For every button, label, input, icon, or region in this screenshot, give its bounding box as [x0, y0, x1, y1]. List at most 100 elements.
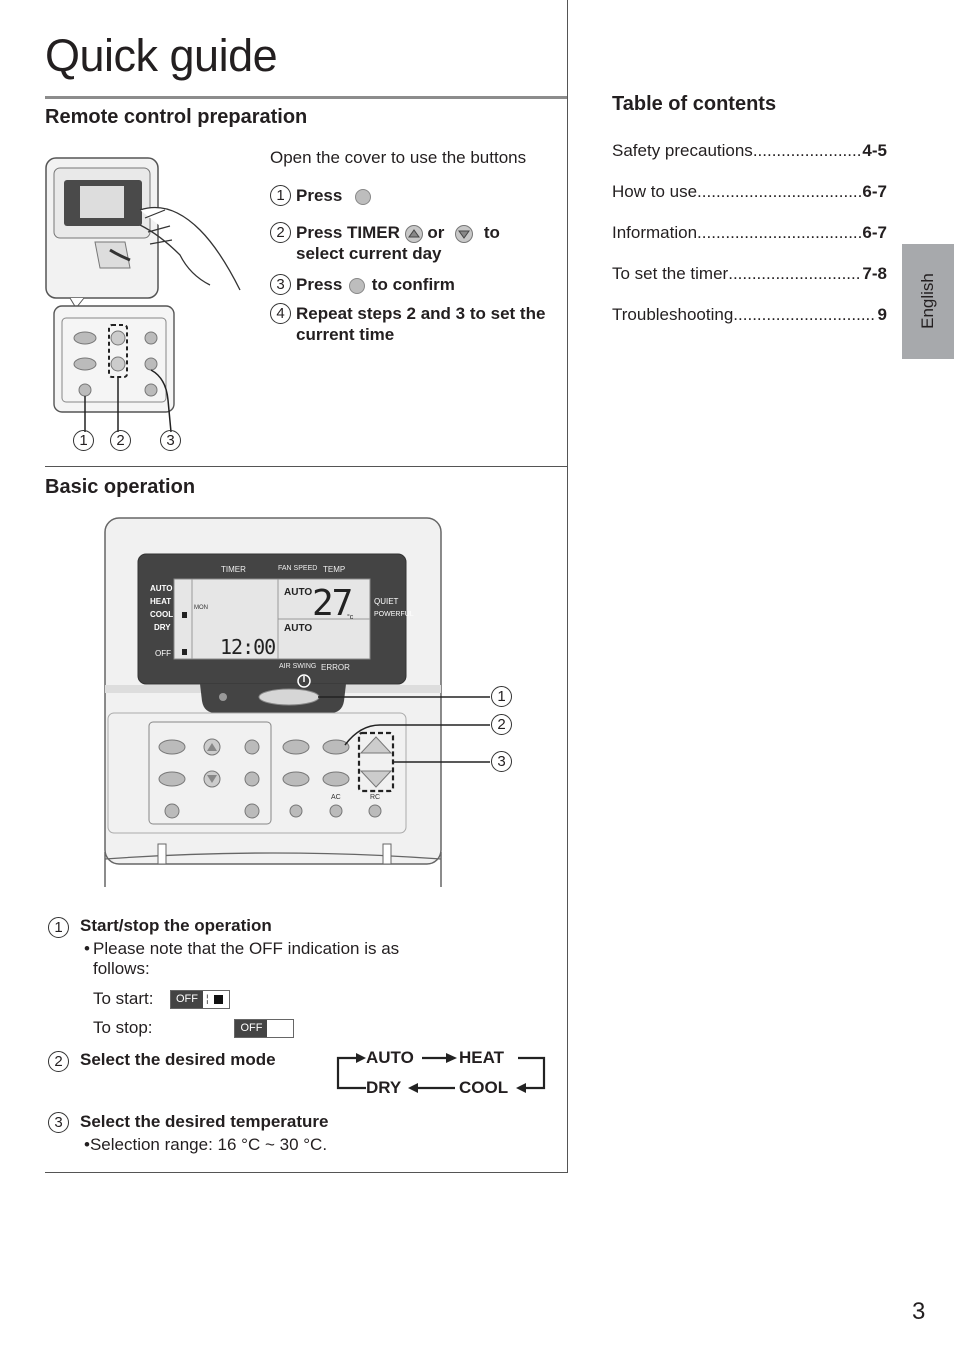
basic-callout-1: 1: [491, 686, 512, 707]
toc-label: How to use: [612, 182, 698, 201]
lcd-temp-label: TEMP: [323, 565, 346, 574]
lcd-powerful: POWERFUL: [374, 611, 414, 618]
ac-label: AC: [331, 794, 341, 801]
prep-intro: Open the cover to use the buttons: [270, 148, 527, 167]
step-2-text-c: to select current day: [296, 223, 500, 263]
language-tab: English: [902, 244, 954, 359]
lcd-fan-auto-1: AUTO: [284, 587, 313, 598]
confirm-button-icon: [349, 277, 366, 294]
toc-entry[interactable]: How to use .............................…: [612, 182, 887, 202]
toc-leader: ........................................…: [733, 305, 875, 324]
item-2-title: Select the desired mode: [80, 1050, 276, 1069]
toc-leader: ........................................…: [697, 182, 863, 201]
step-3-text-a: Press: [296, 275, 343, 294]
item-1-title: Start/stop the operation: [80, 916, 272, 935]
step-number: 1: [270, 185, 291, 206]
language-tab-label: English: [918, 273, 937, 329]
prep-step-3: 3 Press to confirm: [270, 274, 455, 295]
toc-label: To set the timer: [612, 264, 729, 283]
toc-page: 7-8: [862, 264, 887, 283]
mode-heat: HEAT: [459, 1048, 505, 1067]
toc-page: 6-7: [862, 182, 887, 201]
lcd-error: ERROR: [321, 663, 350, 672]
lcd-mode-off: OFF: [155, 649, 171, 658]
toc-page: 6-7: [862, 223, 887, 242]
item-3-bullet-text: Selection range: 16 °C ~ 30 °C.: [89, 1135, 328, 1154]
lcd-mode-dry: DRY: [154, 623, 171, 632]
lcd-mode-heat: HEAT: [150, 597, 172, 606]
toc-page: 9: [877, 305, 887, 324]
toc-leader: ........................................…: [728, 264, 862, 283]
title-rule: [45, 96, 567, 99]
basic-leader-lines: [318, 696, 490, 763]
off-indicator-text: OFF: [235, 1020, 268, 1037]
step-2-text-b: or: [427, 223, 445, 242]
step-number: 4: [270, 303, 291, 324]
start-button-icon: [355, 188, 372, 205]
prep-callout-2: 2: [110, 430, 131, 451]
mode-auto: AUTO: [366, 1048, 414, 1067]
toc-leader: ........................................…: [697, 223, 863, 242]
prep-illustration: [45, 157, 241, 433]
prep-step-4: 4 Repeat steps 2 and 3 to set the curren…: [270, 303, 545, 344]
toc-label: Information: [612, 223, 698, 242]
prep-heading: Remote control preparation: [45, 106, 308, 128]
off-indicator-text: OFF: [171, 991, 203, 1008]
remote-illustration: TIMER FAN SPEED TEMP AUTO HEAT COOL DRY …: [104, 517, 442, 887]
prep-callout-3: 3: [160, 430, 181, 451]
mode-cycle-arrows: [336, 1053, 546, 1093]
bullet-dot: •: [84, 1135, 90, 1154]
step-number: 3: [270, 274, 291, 295]
toc-entry[interactable]: Safety precautions .....................…: [612, 141, 887, 161]
item-3-bullet: •Selection range: 16 °C ~ 30 °C.: [84, 1135, 327, 1155]
lcd-clock: 12:00: [220, 635, 276, 659]
item-2-number: 2: [48, 1051, 69, 1072]
toc-entry[interactable]: To set the timer .......................…: [612, 264, 887, 284]
off-indicator-stop: OFF: [234, 1019, 295, 1038]
toc-label: Safety precautions: [612, 141, 753, 160]
step-3-text-b: to confirm: [371, 275, 455, 294]
prep-step-1: 1 Press: [270, 185, 372, 206]
lcd-quiet: QUIET: [374, 597, 399, 606]
step-number: 2: [270, 222, 291, 243]
mode-dry: DRY: [366, 1078, 402, 1097]
item-1-bullet: • Please note that the OFF indication is…: [84, 939, 414, 979]
basic-callout-2: 2: [491, 714, 512, 735]
lcd-mode-cool: COOL: [150, 610, 174, 619]
toc-page: 4-5: [862, 141, 887, 160]
step-4-text: Repeat steps 2 and 3 to set the current …: [296, 304, 546, 344]
up-arrow-icon: [404, 224, 423, 243]
blinking-segment-icon: [214, 995, 223, 1004]
item-1-bullet-text: Please note that the OFF indication is a…: [93, 939, 400, 978]
toc-label: Troubleshooting: [612, 305, 734, 324]
toc-leader: ........................................…: [752, 141, 863, 160]
lcd-timer: TIMER: [221, 565, 246, 574]
bullet-dot: •: [84, 939, 90, 958]
mode-cool: COOL: [459, 1078, 509, 1097]
basic-heading: Basic operation: [45, 476, 196, 498]
lcd-temp-unit: °c: [347, 614, 354, 621]
prep-callout-1: 1: [73, 430, 94, 451]
to-stop-label: To stop:: [93, 1018, 153, 1037]
down-arrow-icon: [455, 224, 474, 243]
lcd-mode-auto: AUTO: [150, 584, 173, 593]
section-rule: [45, 466, 567, 467]
item-3-title: Select the desired temperature: [80, 1112, 329, 1131]
lcd-fan-speed: FAN SPEED: [278, 565, 318, 572]
rc-label: RC: [370, 794, 381, 801]
item-3-number: 3: [48, 1112, 69, 1133]
lcd-air-swing: AIR SWING: [279, 663, 317, 670]
to-start-label: To start:: [93, 989, 154, 1008]
off-indicator-start: OFF ¦: [170, 990, 230, 1009]
item-1-number: 1: [48, 917, 69, 938]
toc-heading: Table of contents: [612, 93, 777, 115]
lcd-fan-auto-2: AUTO: [284, 623, 313, 634]
step-1-text: Press: [296, 186, 343, 205]
toc-entry[interactable]: Information ............................…: [612, 223, 887, 243]
lcd-day: MON: [194, 605, 208, 611]
page-title: Quick guide: [45, 30, 278, 81]
lcd-temperature: 27: [312, 583, 353, 624]
page-number: 3: [912, 1298, 926, 1325]
toc-entry[interactable]: Troubleshooting ........................…: [612, 305, 887, 325]
prep-step-2: 2 Press TIMER or to select current day: [270, 222, 500, 263]
